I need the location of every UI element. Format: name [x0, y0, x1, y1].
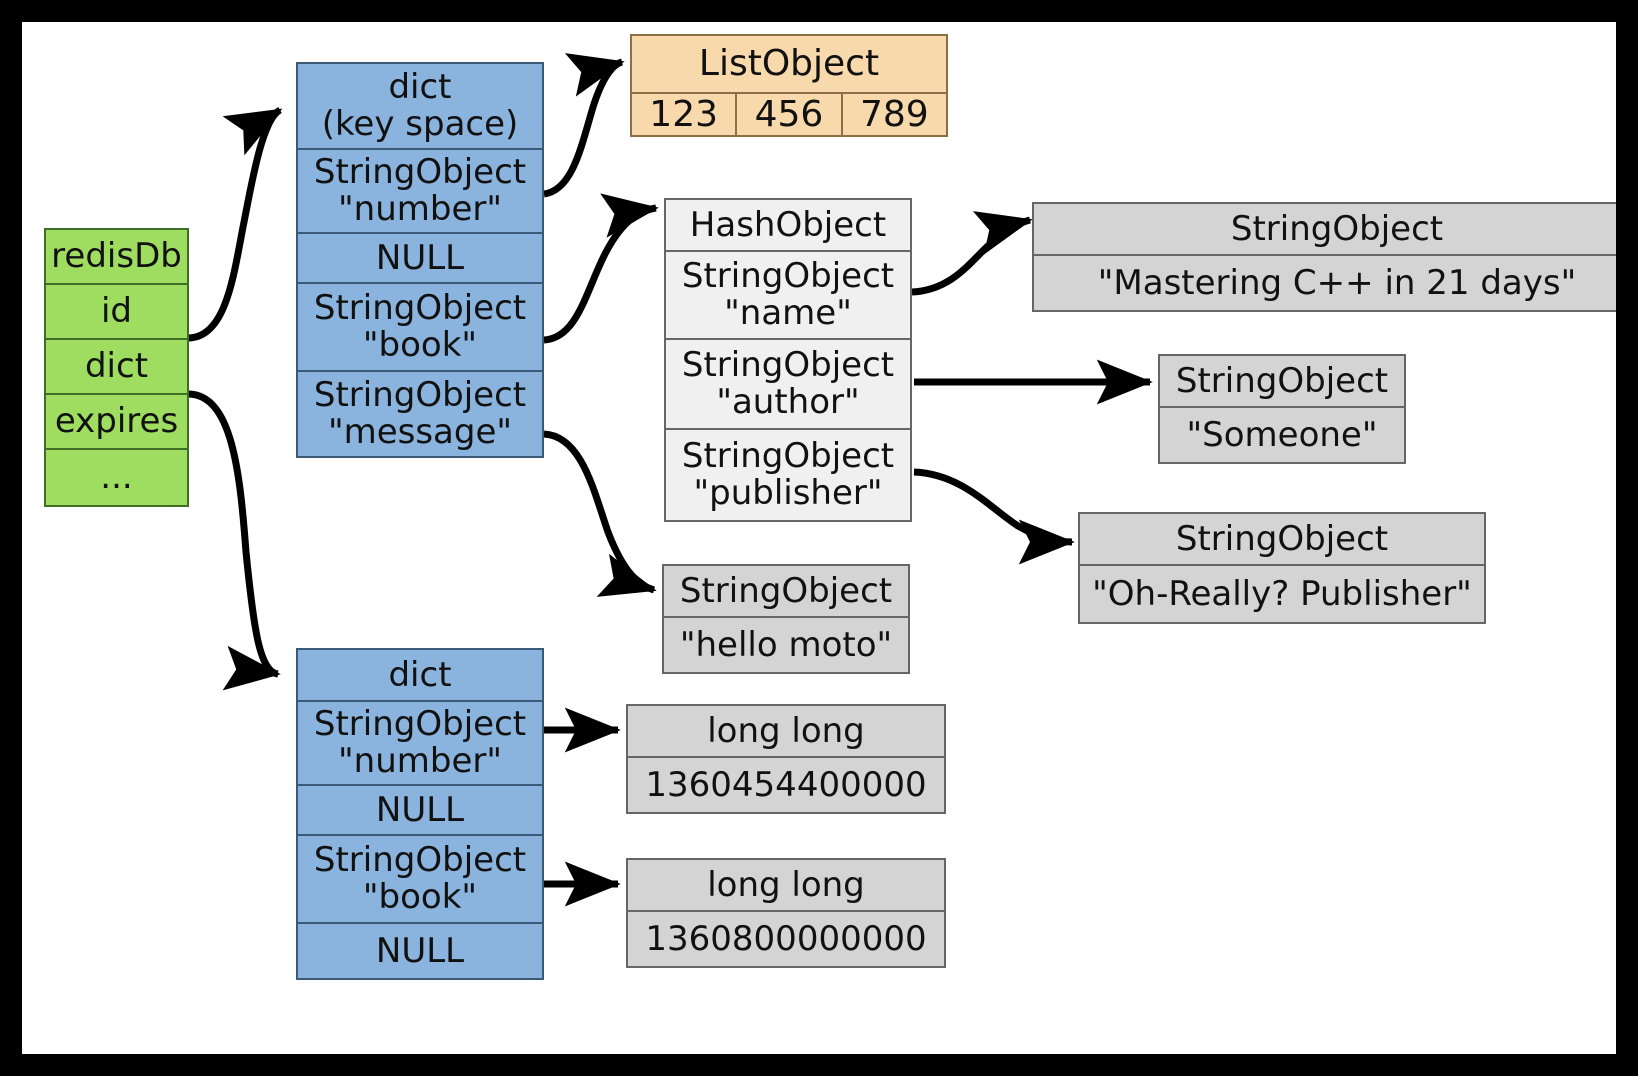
redisdb-node: redisDb id dict expires ... [44, 228, 189, 507]
longlong-book-node: long long 1360800000000 [626, 858, 946, 968]
stringobject-message-header: StringObject [664, 566, 908, 618]
hash-object-node: HashObject StringObject "name" StringObj… [664, 198, 912, 522]
arrow-number-to-listobject [543, 53, 625, 198]
arrow-db-dict-to-keyspace [187, 106, 283, 342]
arrow-name-to-mastering [911, 211, 1033, 296]
stringobject-book-name-header: StringObject [1034, 204, 1616, 256]
expires-dict-entry-null-2: NULL [375, 930, 465, 971]
expires-dict-entry-null-1: NULL [298, 786, 542, 836]
expires-dict-entry-book: StringObject "book" [298, 836, 542, 924]
redisdb-row-id: id [46, 285, 187, 340]
hash-object-field-name: StringObject "name" [666, 252, 910, 340]
stringobject-author-node: StringObject "Someone" [1158, 354, 1406, 464]
arrow-publisher-to-publisher-value [913, 468, 1075, 565]
keyspace-entry-null: NULL [298, 234, 542, 284]
stringobject-message-value: "hello moto" [679, 624, 893, 665]
stringobject-book-name-value: "Mastering C++ in 21 days" [1097, 262, 1577, 303]
stringobject-publisher-value: "Oh-Really? Publisher" [1092, 573, 1472, 614]
list-object-values-row: 123 456 789 [632, 94, 946, 135]
hash-object-header: HashObject [666, 200, 910, 252]
redisdb-row-dict: dict [46, 340, 187, 395]
diagram-canvas: redisDb id dict expires ... dict (key sp… [22, 22, 1616, 1054]
longlong-book-header: long long [628, 860, 944, 912]
expires-dict-header: dict [298, 650, 542, 702]
stringobject-book-name-node: StringObject "Mastering C++ in 21 days" [1032, 202, 1616, 312]
longlong-number-value: 1360454400000 [645, 764, 927, 805]
stringobject-author-header: StringObject [1160, 356, 1404, 408]
list-object-value-1: 456 [737, 94, 843, 135]
redisdb-row-ellipsis: ... [100, 457, 133, 498]
longlong-number-node: long long 1360454400000 [626, 704, 946, 814]
list-object-node: ListObject 123 456 789 [630, 34, 948, 137]
arrow-book-to-hashobject [543, 193, 659, 344]
keyspace-dict-node: dict (key space) StringObject "number" N… [296, 62, 544, 458]
longlong-number-header: long long [628, 706, 944, 758]
stringobject-author-value: "Someone" [1186, 414, 1378, 455]
stringobject-publisher-node: StringObject "Oh-Really? Publisher" [1078, 512, 1486, 624]
hash-object-field-author: StringObject "author" [666, 340, 910, 430]
redisdb-row-title: redisDb [46, 230, 187, 285]
keyspace-entry-number: StringObject "number" [298, 150, 542, 234]
keyspace-entry-message: StringObject "message" [313, 375, 527, 452]
expires-dict-node: dict StringObject "number" NULL StringOb… [296, 648, 544, 980]
redisdb-row-expires: expires [46, 395, 187, 450]
keyspace-entry-book: StringObject "book" [298, 284, 542, 372]
arrow-message-to-hellomoto [543, 430, 657, 597]
list-object-value-0: 123 [632, 94, 738, 135]
keyspace-header: dict (key space) [298, 64, 542, 150]
arrow-db-expires-to-dict [187, 390, 281, 691]
stringobject-publisher-header: StringObject [1080, 514, 1484, 566]
longlong-book-value: 1360800000000 [645, 918, 927, 959]
list-object-header: ListObject [632, 36, 946, 94]
hash-object-field-publisher: StringObject "publisher" [681, 436, 895, 513]
expires-dict-entry-number: StringObject "number" [298, 702, 542, 786]
stringobject-message-node: StringObject "hello moto" [662, 564, 910, 674]
list-object-value-2: 789 [859, 94, 929, 135]
